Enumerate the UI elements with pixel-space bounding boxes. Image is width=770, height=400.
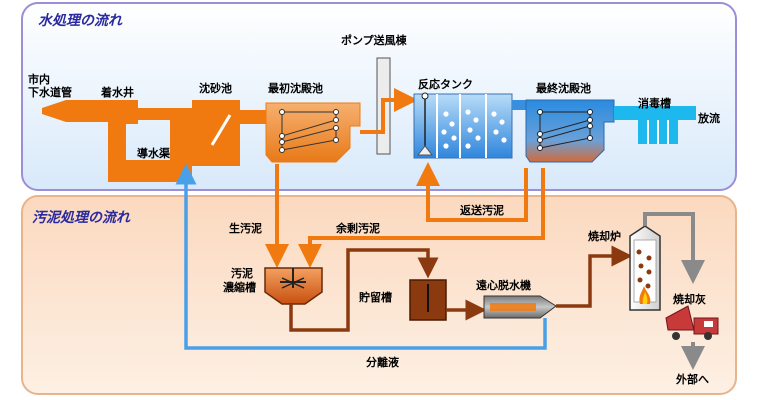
sludge-section-title: 汚泥処理の流れ	[32, 209, 131, 226]
flow-excess-sludge	[298, 168, 545, 268]
flow-return-sludge	[416, 162, 528, 222]
label-city-sewer-2: 下水道管	[28, 85, 72, 99]
label-storage-tank: 貯留槽	[359, 290, 392, 304]
label-primary-settling: 最初沈殿池	[268, 81, 323, 95]
incinerator	[629, 225, 661, 311]
label-discharge: 放流	[697, 111, 720, 125]
flow-centrifuge-to-incinerator	[556, 245, 633, 308]
label-raw-sludge: 生汚泥	[229, 221, 262, 235]
flow-incinerator-to-ash	[643, 212, 705, 284]
sludge-thickener	[264, 267, 323, 305]
label-separated-liquid: 分離液	[366, 355, 400, 369]
label-excess-sludge: 余剰汚泥	[335, 221, 380, 235]
centrifuge	[483, 295, 557, 319]
final-settling-tank	[525, 99, 615, 163]
label-thickener-2: 濃縮槽	[223, 280, 256, 294]
label-reaction-tank: 反応タンク	[418, 77, 473, 91]
ash-truck-icon	[665, 305, 719, 340]
storage-tank	[409, 279, 447, 321]
flow-primary-to-reaction	[360, 88, 418, 134]
water-section-title: 水処理の流れ	[38, 12, 123, 29]
label-disinfection: 消毒槽	[638, 96, 671, 110]
primary-settling-tank	[265, 102, 361, 163]
label-final-settling: 最終沈殿池	[536, 81, 591, 95]
reaction-tank	[413, 92, 513, 159]
label-return-sludge: 返送汚泥	[460, 203, 504, 217]
label-grit-chamber: 沈砂池	[199, 81, 232, 95]
sewer-pipe-and-receiving-well	[42, 100, 192, 182]
label-city-sewer-1: 市内	[28, 72, 50, 86]
label-thickener-1: 汚泥	[231, 266, 253, 280]
flow-separated-liquid	[175, 163, 547, 350]
label-centrifuge: 遠心脱水機	[476, 278, 531, 292]
flow-thickener-to-storage	[289, 248, 439, 332]
label-pump-blower: ポンプ送風棟	[341, 33, 408, 47]
label-receiving-well: 着水井	[100, 85, 134, 99]
label-incinerator: 焼却炉	[588, 229, 621, 243]
reaction-to-final-connector	[512, 100, 526, 110]
label-incineration-ash: 焼却灰	[673, 292, 706, 306]
grit-chamber	[192, 100, 266, 166]
label-external: 外部へ	[675, 372, 709, 386]
label-conduit: 導水渠	[137, 146, 171, 160]
sludge-section-panel	[21, 195, 737, 395]
